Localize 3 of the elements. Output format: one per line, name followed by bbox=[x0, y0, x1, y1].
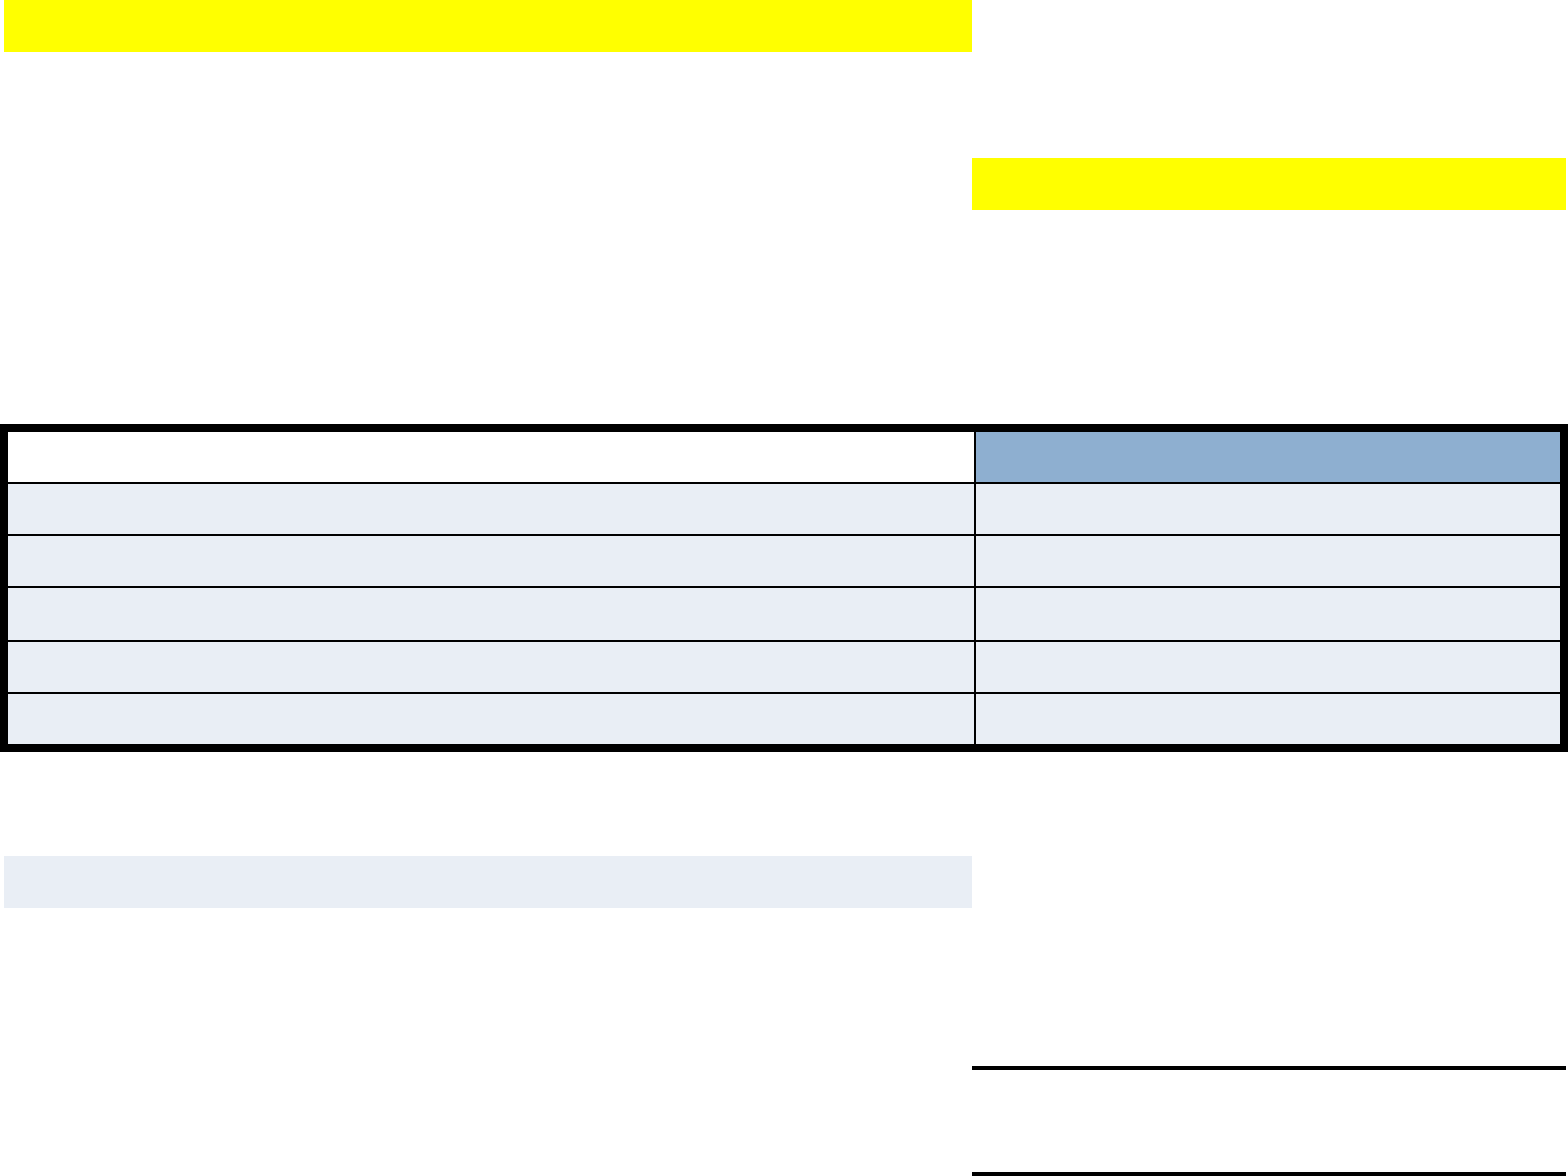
table-grid bbox=[0, 424, 1568, 752]
highlight-bar bbox=[4, 0, 972, 52]
highlight-bar bbox=[972, 158, 1566, 210]
